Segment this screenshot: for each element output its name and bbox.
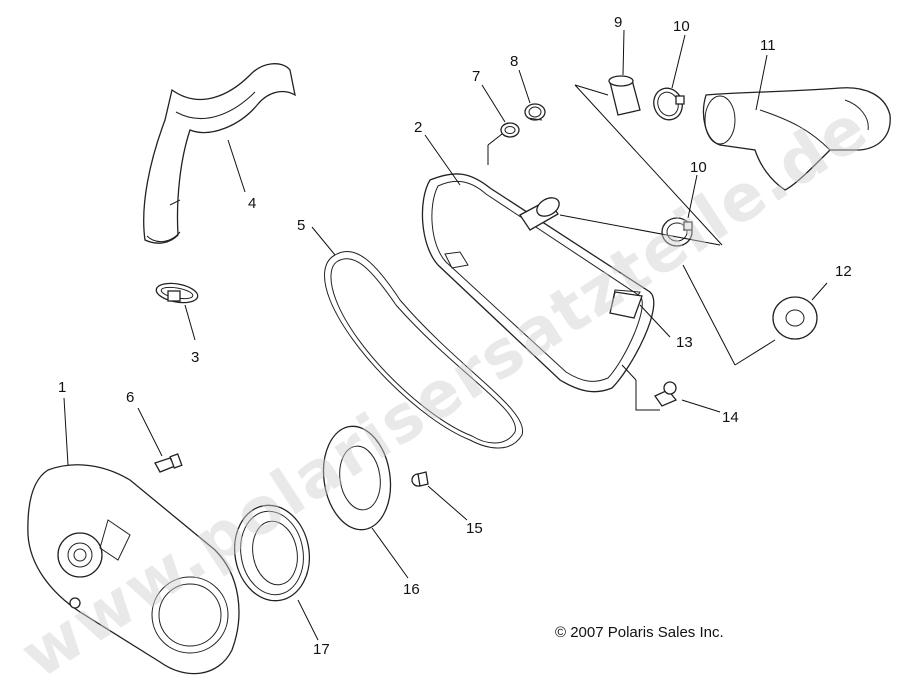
callout-8: 8 bbox=[510, 53, 518, 70]
callout-14: 14 bbox=[722, 409, 739, 426]
part-1-outer-cover bbox=[27, 464, 240, 675]
part-15-screw bbox=[411, 471, 429, 487]
part-2-inner-cover bbox=[421, 173, 655, 393]
callout-17: 17 bbox=[313, 641, 330, 658]
callout-1: 1 bbox=[58, 379, 66, 396]
part-9-duct-adapter bbox=[608, 75, 641, 116]
callout-9: 9 bbox=[614, 14, 622, 31]
callout-6: 6 bbox=[126, 389, 134, 406]
callout-10-lower: 10 bbox=[690, 159, 707, 176]
part-10-clamp-upper bbox=[653, 87, 685, 121]
callout-11: 11 bbox=[760, 37, 776, 54]
part-3-hose-clamp bbox=[155, 282, 199, 304]
part-16-plate bbox=[322, 425, 392, 531]
callout-13: 13 bbox=[676, 334, 693, 351]
part-14-bolt bbox=[654, 381, 678, 407]
leader-lines bbox=[63, 29, 828, 641]
part-17-seal bbox=[233, 504, 311, 602]
part-13-label bbox=[609, 291, 643, 319]
part-10-clamp-lower bbox=[661, 217, 693, 247]
part-7-o-ring bbox=[500, 122, 520, 138]
callout-4: 4 bbox=[248, 195, 256, 212]
part-12-gasket bbox=[772, 296, 818, 340]
callout-3: 3 bbox=[191, 349, 199, 366]
callout-7: 7 bbox=[472, 68, 480, 85]
callout-2: 2 bbox=[414, 119, 422, 136]
callout-5: 5 bbox=[297, 217, 305, 234]
part-6-bolt bbox=[154, 453, 183, 473]
callout-labels: 1 2 3 4 5 6 7 8 9 10 10 11 12 13 14 15 1… bbox=[58, 14, 852, 658]
part-11-intake-housing bbox=[702, 87, 891, 191]
callout-12: 12 bbox=[835, 263, 852, 280]
part-4-intake-duct bbox=[143, 63, 296, 244]
part-8-plug bbox=[524, 103, 546, 121]
callout-15: 15 bbox=[466, 520, 483, 537]
callout-16: 16 bbox=[403, 581, 420, 598]
part-5-drive-belt bbox=[324, 250, 524, 449]
copyright-notice: © 2007 Polaris Sales Inc. bbox=[555, 624, 724, 641]
callout-10-upper: 10 bbox=[673, 18, 690, 35]
